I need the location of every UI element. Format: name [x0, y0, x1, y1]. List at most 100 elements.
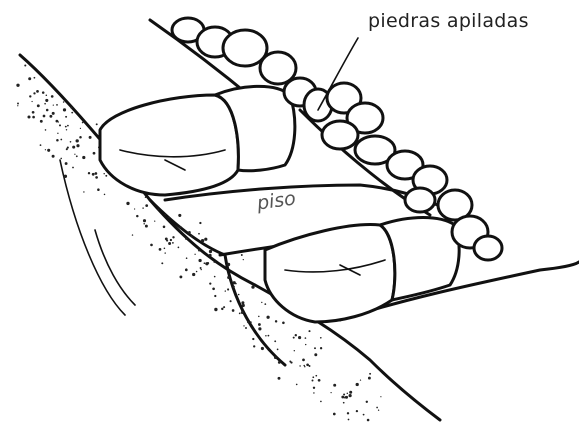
soil-dot — [82, 122, 84, 124]
soil-dot — [76, 155, 78, 157]
soil-dot — [308, 330, 310, 332]
soil-dot — [209, 250, 212, 253]
soil-dot — [205, 262, 208, 265]
soil-dot — [145, 225, 148, 228]
soil-dot — [65, 126, 67, 128]
soil-dot — [356, 383, 359, 386]
lower-wall-blocks — [265, 218, 459, 323]
soil-dot — [201, 269, 202, 270]
soil-dot — [274, 356, 277, 359]
soil-dot — [70, 141, 72, 143]
soil-dot — [241, 301, 244, 304]
soil-dot — [56, 120, 59, 123]
soil-dot — [320, 347, 322, 349]
soil-dot — [52, 155, 55, 158]
soil-dot — [66, 129, 67, 130]
soil-dot — [258, 316, 260, 318]
soil-dot — [143, 223, 145, 225]
soil-dot — [74, 154, 75, 155]
soil-dot — [274, 340, 276, 342]
soil-dot — [196, 271, 198, 273]
soil-dot — [241, 311, 244, 314]
upper-wall-blocks — [100, 86, 295, 195]
soil-dot — [45, 99, 48, 102]
soil-dot — [239, 313, 241, 315]
soil-dot — [105, 175, 107, 177]
soil-dot — [380, 396, 381, 397]
soil-dot — [178, 214, 181, 217]
soil-dot — [314, 347, 316, 349]
soil-dot — [97, 188, 100, 191]
soil-dot — [242, 304, 245, 307]
soil-dot — [40, 120, 43, 123]
soil-dot — [201, 239, 204, 242]
soil-dot — [247, 321, 249, 323]
soil-dot — [225, 290, 226, 291]
soil-dot — [80, 128, 81, 129]
soil-dot — [157, 209, 159, 211]
soil-dot — [145, 204, 148, 207]
soil-dot — [298, 336, 301, 339]
soil-dot — [333, 384, 336, 387]
soil-dot — [134, 208, 135, 209]
soil-dot — [275, 320, 277, 322]
soil-dot — [92, 173, 95, 176]
soil-dot — [320, 337, 322, 339]
soil-dot — [304, 366, 305, 367]
soil-dot — [76, 139, 79, 142]
soil-dot — [46, 95, 48, 97]
soil-dot — [93, 152, 96, 155]
soil-dot — [45, 149, 46, 150]
soil-dot — [104, 194, 106, 196]
soil-dot — [95, 176, 98, 179]
soil-dot — [49, 115, 52, 118]
soil-dot — [299, 365, 300, 366]
soil-dot — [209, 254, 212, 257]
soil-dot — [245, 327, 247, 329]
soil-dot — [250, 321, 252, 323]
soil-dot — [192, 273, 195, 276]
stacked-stones-label: piedras apiladas — [368, 12, 529, 31]
soil-dot — [40, 144, 42, 146]
soil-dot — [179, 275, 182, 278]
soil-dot — [227, 263, 230, 266]
soil-dot — [212, 287, 215, 290]
soil-dot — [296, 384, 298, 386]
soil-dot — [268, 335, 270, 337]
soil-dot — [200, 267, 202, 269]
soil-dot — [76, 144, 79, 147]
soil-dot — [170, 239, 172, 241]
soil-dot — [376, 407, 378, 409]
soil-dot — [314, 353, 317, 356]
soil-dot — [17, 103, 19, 105]
soil-dot — [31, 101, 32, 102]
soil-dot — [214, 276, 216, 278]
soil-dot — [313, 387, 315, 389]
soil-dot — [178, 247, 180, 249]
soil-dot — [318, 379, 321, 382]
soil-dot — [214, 295, 216, 297]
soil-dot — [132, 234, 133, 235]
soil-dot — [258, 327, 261, 330]
soil-dot — [32, 116, 35, 119]
soil-dot — [214, 262, 215, 263]
soil-dot — [360, 379, 361, 380]
soil-dot — [95, 172, 98, 175]
soil-dot — [363, 414, 365, 416]
soil-dot — [369, 373, 371, 375]
soil-dot — [333, 413, 336, 416]
soil-dot — [28, 77, 31, 80]
soil-dot — [168, 217, 170, 219]
soil-dot — [349, 394, 352, 397]
soil-dot — [145, 197, 147, 199]
soil-dot — [59, 124, 61, 126]
soil-dot — [278, 361, 281, 364]
soil-dot — [185, 269, 188, 272]
soil-dot — [348, 419, 350, 421]
soil-dot — [320, 401, 322, 403]
soil-dot — [198, 233, 200, 235]
soil-dot — [37, 104, 40, 107]
soil-dot — [42, 91, 45, 94]
soil-dot — [53, 105, 54, 106]
soil-dot — [356, 410, 358, 412]
